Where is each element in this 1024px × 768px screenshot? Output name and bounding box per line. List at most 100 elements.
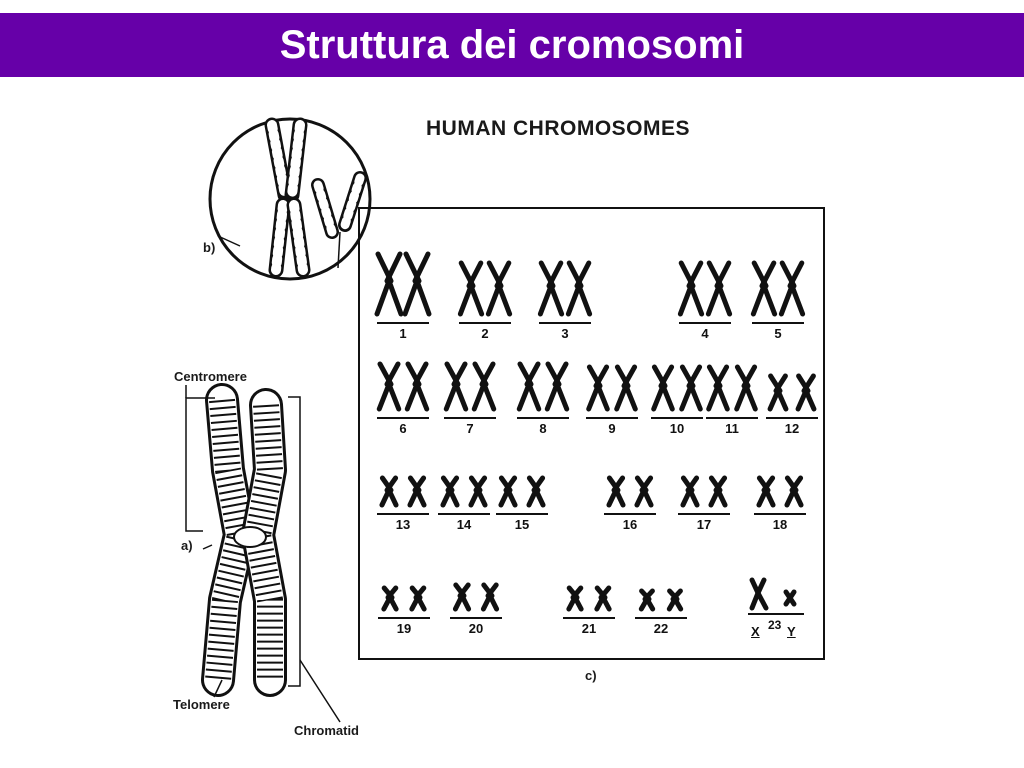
pair-underline [752, 322, 804, 324]
chromatid-mark [402, 278, 420, 317]
pair-underline [378, 617, 430, 619]
banded-chromosome-small [311, 171, 367, 269]
chromatid-mark [496, 283, 513, 317]
chromosome-pair-21 [566, 585, 612, 612]
pair-underline [679, 322, 731, 324]
chromatid-mark [688, 383, 703, 412]
chromosome-pair-17 [680, 475, 728, 508]
pair-number-12: 12 [784, 421, 800, 436]
pair-number-7: 7 [466, 421, 474, 436]
chromatid-mark [687, 487, 700, 508]
chromatid-mark [586, 383, 601, 412]
chromatid-mark [686, 364, 703, 389]
pair-number-5: 5 [774, 326, 782, 341]
chromatid-mark [481, 381, 497, 412]
panel-label-b: b) [203, 240, 216, 255]
pair-number-17: 17 [696, 517, 712, 532]
chromatid-mark [641, 487, 654, 508]
chromatid-mark [803, 388, 817, 412]
chromatid-mark [412, 361, 429, 387]
chromatid-mark [658, 364, 675, 389]
chromatid-mark [644, 596, 656, 612]
chromatid-mark [651, 383, 666, 412]
chromatid-mark [414, 487, 427, 508]
chromatid-mark [544, 381, 560, 412]
sex-chromosome-x-label: X [751, 624, 760, 639]
chromatid-mark [714, 260, 732, 289]
chromatid-mark [574, 260, 592, 289]
chromatid-mark [789, 283, 806, 317]
chromosome-pair-7 [443, 361, 497, 412]
chromatid-mark [688, 283, 705, 317]
chromosome-pair-16 [606, 475, 654, 508]
chromatid-mark [773, 373, 788, 394]
chromosome-pair-9 [586, 364, 638, 412]
chromosome-pair-12 [767, 373, 817, 412]
chromatid-mark [775, 388, 789, 412]
pair-underline [754, 513, 806, 515]
chromatid-mark [763, 487, 776, 508]
chromatid-mark [505, 487, 518, 508]
chromatid-mark [750, 283, 767, 317]
chromatid-mark [526, 381, 542, 412]
chromatid-mark [548, 283, 565, 317]
chromatid-mark [716, 283, 733, 317]
chromatid-mark [787, 260, 805, 289]
sex-chromosome-y-label: Y [787, 624, 796, 639]
pair-underline [496, 513, 548, 515]
chromosome-pair-2 [457, 260, 513, 317]
pair-underline [450, 617, 502, 619]
chromatid-mark [447, 487, 460, 508]
chromatid-mark [414, 381, 430, 412]
pair-number-21: 21 [581, 621, 597, 636]
pair-underline [766, 417, 818, 419]
pair-number-22: 22 [653, 621, 669, 636]
pair-number-2: 2 [481, 326, 489, 341]
chromatid-mark [791, 487, 804, 508]
pair-underline [377, 417, 429, 419]
chromatid-mark [516, 381, 532, 412]
pair-number-11: 11 [725, 421, 739, 436]
telomere-label: Telomere [173, 697, 230, 712]
pair-number-1: 1 [399, 326, 407, 341]
chromosome-pair-14 [440, 475, 488, 508]
panel-label-c: c) [585, 668, 597, 683]
chromosome-pair-4 [677, 260, 733, 317]
pair-number-18: 18 [772, 517, 788, 532]
pair-number-9: 9 [608, 421, 616, 436]
chromatid-mark [524, 361, 541, 387]
chromatid-mark [600, 594, 612, 612]
chromatid-mark [537, 283, 554, 317]
chromatid-mark [677, 283, 694, 317]
chromatid-label: Chromatid [294, 723, 359, 738]
pair-number-10: 10 [669, 421, 685, 436]
chromatid-mark [468, 283, 485, 317]
chromosome-pair-22 [638, 588, 684, 612]
chromatid-mark [761, 283, 778, 317]
chromatid-mark [572, 594, 584, 612]
chromatid-mark [715, 487, 728, 508]
banded-chromosome-x [264, 117, 311, 278]
pair-number-14: 14 [456, 517, 472, 532]
chromatid-mark [713, 364, 730, 389]
chromatid-mark [623, 383, 638, 412]
centromere-label: Centromere [174, 369, 247, 384]
pair-number-16: 16 [622, 517, 638, 532]
chromatid-mark [387, 594, 399, 612]
title-bar [0, 13, 1024, 77]
chromatid-bracket [288, 396, 301, 687]
pair-underline [706, 417, 758, 419]
chromatid-mark [734, 383, 749, 412]
pair-underline [748, 613, 804, 615]
chromosome-pair-5 [750, 260, 806, 317]
chromatid-mark [412, 251, 431, 284]
chromatid-mark [386, 487, 399, 508]
chromatid-mark [457, 283, 474, 317]
chromatid-mark [593, 364, 610, 389]
karyotype-panel [358, 207, 825, 660]
chromatid-mark [743, 383, 758, 412]
chromosome-pair-10 [651, 364, 703, 412]
chromatid-mark [554, 381, 570, 412]
chromosome-pair-3 [537, 260, 593, 317]
